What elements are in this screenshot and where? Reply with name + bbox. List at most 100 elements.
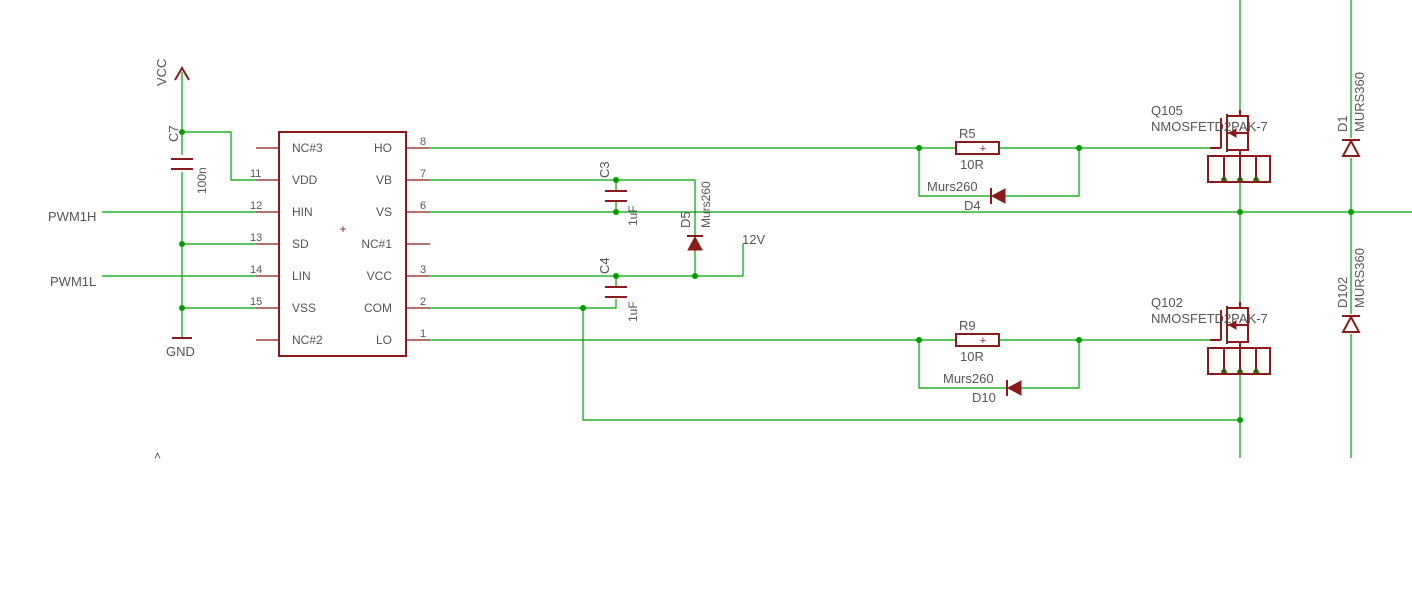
ic-pin-name: VCC: [367, 269, 393, 283]
ic-pin-name: VB: [376, 173, 392, 187]
resistor-body-icon: [955, 141, 1000, 155]
r5-value: 10R: [960, 157, 984, 172]
pwm1h-label: PWM1H: [48, 209, 96, 224]
c7-value: 100n: [195, 167, 209, 194]
junction-dot: [179, 129, 185, 135]
ic-pin-name: VSS: [292, 301, 316, 315]
wire: [918, 340, 1008, 389]
q102-ref: Q102: [1151, 295, 1183, 310]
ic-pin-name: LO: [376, 333, 392, 347]
d10-value: Murs260: [943, 371, 994, 386]
d4-ref: D4: [964, 198, 981, 213]
c3-value: 1uF: [626, 205, 640, 226]
vcc-supply: VCC: [154, 59, 190, 86]
wire: [583, 299, 617, 309]
ic-pin-number: 6: [420, 200, 426, 212]
diode-triangle-icon: [1006, 380, 1022, 396]
diode-triangle-icon: [1341, 138, 1361, 157]
capacitor-c7[interactable]: C7 100n: [166, 125, 209, 194]
vcc-label: VCC: [154, 59, 169, 86]
wire: [616, 179, 696, 236]
resistor-r9[interactable]: + R9 10R: [955, 318, 1000, 364]
d5-ref: D5: [678, 211, 693, 228]
junction-dot: [1237, 417, 1243, 423]
mosfet-arrow-icon: [1227, 128, 1237, 138]
resistor-body-icon: [955, 333, 1000, 347]
ic-pin-name: SD: [292, 237, 309, 251]
mosfet-drain-icon: [1227, 302, 1241, 309]
q102-value: NMOSFETD2PAK-7: [1151, 311, 1268, 326]
ic-pin-number: 7: [420, 168, 426, 180]
junction-dot: [613, 209, 619, 215]
ic-pin-number: 11: [250, 168, 261, 180]
ic-pin-name: LIN: [292, 269, 311, 283]
capacitor-c4[interactable]: C4 1uF: [597, 257, 640, 322]
ic-pin-number: 3: [420, 264, 426, 276]
ic-origin-icon: +: [339, 222, 346, 236]
junction-dot: [179, 241, 185, 247]
junction-dot: [916, 337, 922, 343]
stray-marker-icon: ˄: [154, 449, 161, 463]
r9-value: 10R: [960, 349, 984, 364]
gnd-supply: GND: [166, 337, 195, 359]
mosfet-diode-icon: [1240, 115, 1249, 151]
wire: [582, 308, 1240, 421]
junction-dot: [916, 145, 922, 151]
capacitor-c3[interactable]: C3 1uF: [597, 161, 640, 226]
mosfet-q102[interactable]: Q102 NMOSFETD2PAK-7: [1151, 295, 1271, 375]
gnd-label: GND: [166, 344, 195, 359]
d5-value: Murs260: [699, 181, 713, 228]
ic-pin-number: 12: [250, 200, 262, 212]
junction-dot: [1076, 145, 1082, 151]
diode-d1[interactable]: D1 MURS360: [1335, 72, 1367, 157]
ic-pin-name: VS: [376, 205, 392, 219]
c7-ref: C7: [166, 125, 181, 142]
r5-ref: R5: [959, 126, 976, 141]
junction-dot: [613, 177, 619, 183]
vcc-arrow-icon: [174, 66, 190, 81]
c4-value: 1uF: [626, 301, 640, 322]
diode-d4[interactable]: Murs260 D4: [927, 179, 1006, 213]
ic-pin-name: COM: [364, 301, 392, 315]
wire: [1021, 340, 1080, 389]
mosfet-q105[interactable]: Q105 NMOSFETD2PAK-7: [1151, 103, 1271, 183]
resistor-origin-icon: +: [980, 335, 986, 347]
ic-pin-name: NC#2: [292, 333, 323, 347]
c4-ref: C4: [597, 257, 612, 274]
r9-ref: R9: [959, 318, 976, 333]
mosfet-diode-icon: [1240, 307, 1249, 343]
junction-dot: [1348, 209, 1354, 215]
d102-value: MURS360: [1352, 248, 1367, 308]
diode-d10[interactable]: Murs260 D10: [943, 371, 1022, 405]
ic-pin-number: 13: [250, 232, 262, 244]
junction-dot: [692, 273, 698, 279]
diode-d102[interactable]: D102 MURS360: [1335, 248, 1367, 333]
ic-pin-name: NC#3: [292, 141, 323, 155]
wire: [182, 131, 256, 181]
d10-ref: D10: [972, 390, 996, 405]
ic-pin-name: VDD: [292, 173, 318, 187]
resistor-r5[interactable]: + R5 10R: [955, 126, 1000, 172]
junction-dot: [179, 305, 185, 311]
c3-ref: C3: [597, 161, 612, 178]
ic-pin-number: 1: [420, 328, 426, 340]
ic-pin-number: 14: [250, 264, 262, 276]
diode-triangle-icon: [687, 235, 703, 251]
wire: [1005, 148, 1080, 197]
diode-d5[interactable]: D5 Murs260: [678, 181, 713, 251]
diode-triangle-icon: [1341, 314, 1361, 333]
wire: [918, 148, 992, 197]
ic-pin-number: 8: [420, 136, 426, 148]
d1-value: MURS360: [1352, 72, 1367, 132]
wires: [102, 0, 1412, 458]
q105-value: NMOSFETD2PAK-7: [1151, 119, 1268, 134]
ic-pin-name: HO: [374, 141, 392, 155]
junction-dot: [1237, 209, 1243, 215]
mosfet-drain-icon: [1227, 110, 1241, 117]
junction-dot: [613, 273, 619, 279]
junction-dot: [580, 305, 586, 311]
mosfet-arrow-icon: [1227, 320, 1237, 330]
